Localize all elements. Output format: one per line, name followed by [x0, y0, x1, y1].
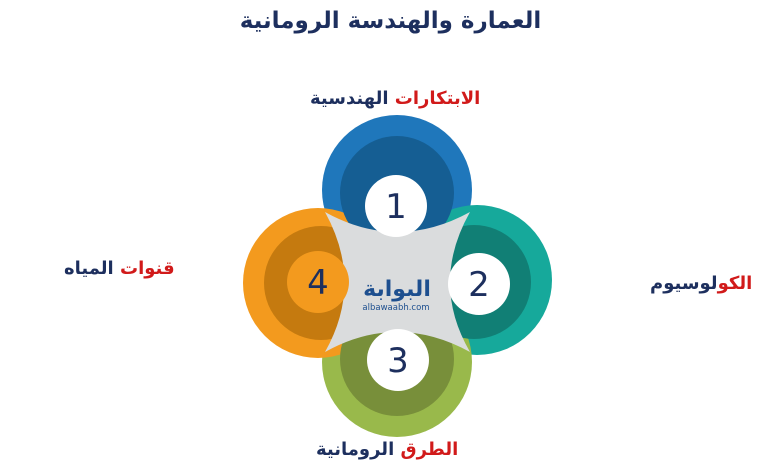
label-highlight: الابتكارات [394, 88, 481, 109]
label-rest: لوسيوم [650, 273, 718, 294]
label-rest: المياه [64, 258, 120, 279]
label-highlight: قنوات [120, 258, 175, 279]
diagram-title: العمارة والهندسة الرومانية [239, 8, 542, 34]
number-4: 4 [307, 263, 329, 303]
label-aqueducts: قنوات المياه [64, 258, 175, 279]
logo-arabic: البوابة [363, 277, 431, 302]
number-1: 1 [385, 187, 407, 227]
badge-bottom [367, 329, 429, 391]
label-rest: الرومانية [316, 439, 401, 460]
label-highlight: الطرق [400, 439, 459, 460]
center-hub [325, 212, 470, 352]
badge-left [287, 251, 349, 313]
number-2: 2 [468, 265, 490, 305]
logo-latin: albawaabh.com [362, 303, 429, 313]
label-rest: الهندسية [310, 88, 395, 109]
badge-right [448, 253, 510, 315]
badge-top [365, 175, 427, 237]
label-colosseum: الكولوسيوم [650, 273, 752, 294]
number-3: 3 [387, 341, 409, 381]
label-roman-roads: الطرق الرومانية [316, 439, 458, 460]
label-engineering-innovations: الابتكارات الهندسية [310, 88, 480, 109]
label-highlight: الكو [717, 273, 753, 294]
